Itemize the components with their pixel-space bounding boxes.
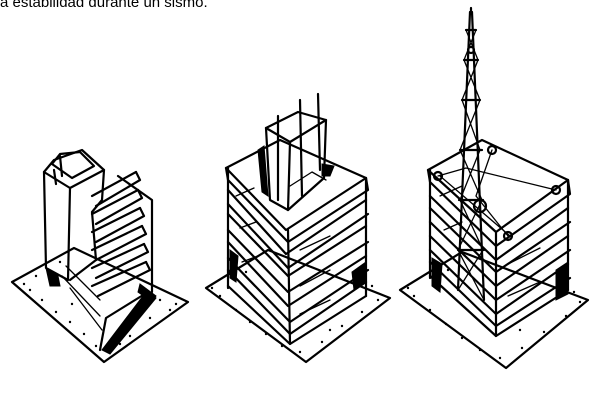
tower-with-mast-and-cables-icon — [400, 8, 588, 368]
tower-with-central-core-icon — [206, 94, 390, 362]
tower-with-side-core-icon — [12, 150, 188, 362]
